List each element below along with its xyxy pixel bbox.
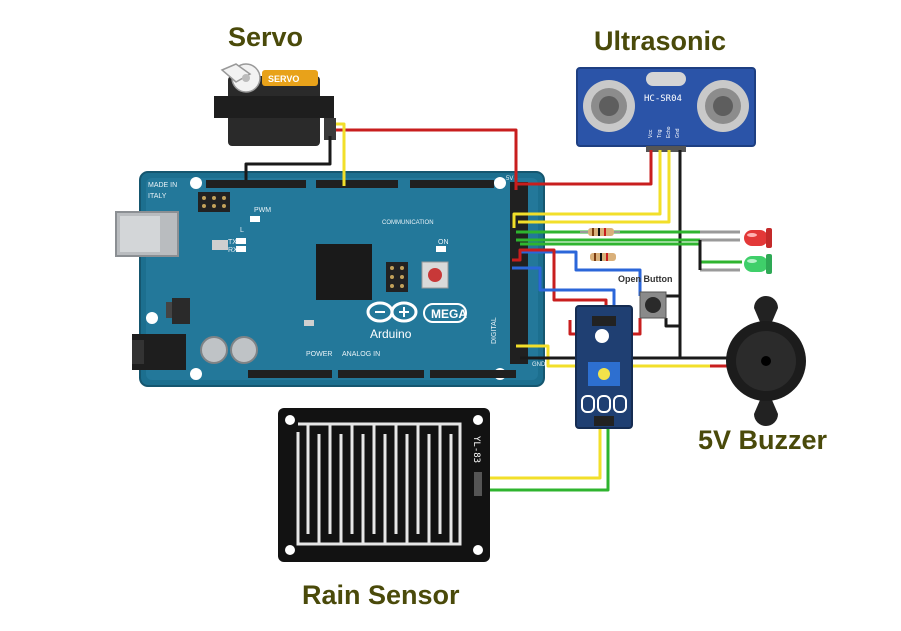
rain-sensor-label: Rain Sensor <box>302 580 460 610</box>
sensor-traces <box>296 422 462 546</box>
green-led <box>744 254 772 274</box>
wire-led-green <box>520 242 742 264</box>
digital-text: DIGITAL <box>491 317 498 344</box>
capacitor <box>200 336 228 364</box>
wire-servo-vcc <box>336 128 518 190</box>
mega-model-text: MEGA <box>431 307 467 321</box>
wire-button <box>520 250 642 296</box>
rain-sensor-module <box>575 305 633 429</box>
wire-us-trig <box>512 150 662 228</box>
resistor <box>580 228 620 236</box>
servo-brand-text: SERVO <box>268 74 299 84</box>
communication-text: COMMUNICATION <box>382 220 434 226</box>
wire-servo-gnd <box>244 136 332 180</box>
rain-board-model-text: YL-83 <box>471 436 481 463</box>
wire-rain-a <box>482 422 602 480</box>
ultrasonic-sensor: HC-SR04 Vcc Trig Echo Gnd <box>576 67 756 152</box>
wire-us-echo <box>518 150 671 224</box>
arduino-mega-board: MADE IN ITALY PWM COMMUNICATION POWER AN… <box>115 171 546 387</box>
led-tx-text: TX <box>228 239 237 246</box>
capacitor <box>230 336 258 364</box>
wire-rain-signal <box>512 266 616 312</box>
ultrasonic-model-text: HC-SR04 <box>644 94 682 104</box>
arduino-brand-text: Arduino <box>370 327 412 341</box>
buzzer-label: 5V Buzzer <box>698 425 828 455</box>
open-button-label: Open Button <box>618 274 673 284</box>
servo-motor: SERVO <box>214 63 336 146</box>
power-text: POWER <box>306 351 332 358</box>
board-gnd-text: GND <box>532 362 546 368</box>
wire-rain-b <box>482 422 610 492</box>
pwm-text: PWM <box>254 207 271 214</box>
italy-text: ITALY <box>148 193 167 200</box>
mcu-chip <box>316 244 372 300</box>
pin-echo-text: Echo <box>666 126 672 138</box>
red-led <box>744 228 772 248</box>
board-5v-text: 5V <box>506 176 513 182</box>
push-button[interactable] <box>639 291 667 319</box>
resistor <box>590 253 616 261</box>
ultrasonic-label: Ultrasonic <box>594 26 726 56</box>
led-rx-text: RX <box>228 247 238 254</box>
arduino-logo-icon <box>366 301 418 323</box>
wire-rain-vcc <box>512 248 608 312</box>
pin-vcc-text: Vcc <box>648 129 654 138</box>
pin-trig-text: Trig <box>657 129 663 138</box>
led-l-text: L <box>240 227 244 234</box>
pin-gnd-text: Gnd <box>675 128 681 138</box>
sensor-trace-fingers <box>306 424 453 544</box>
servo-label: Servo <box>228 22 303 52</box>
made-in-text: MADE IN <box>148 182 177 189</box>
wires <box>244 122 760 492</box>
analog-in-text: ANALOG IN <box>342 351 380 358</box>
buzzer <box>726 296 806 426</box>
wire-servo-signal <box>336 122 346 186</box>
wire-us-vcc <box>516 150 653 186</box>
led-on-text: ON <box>438 239 449 246</box>
